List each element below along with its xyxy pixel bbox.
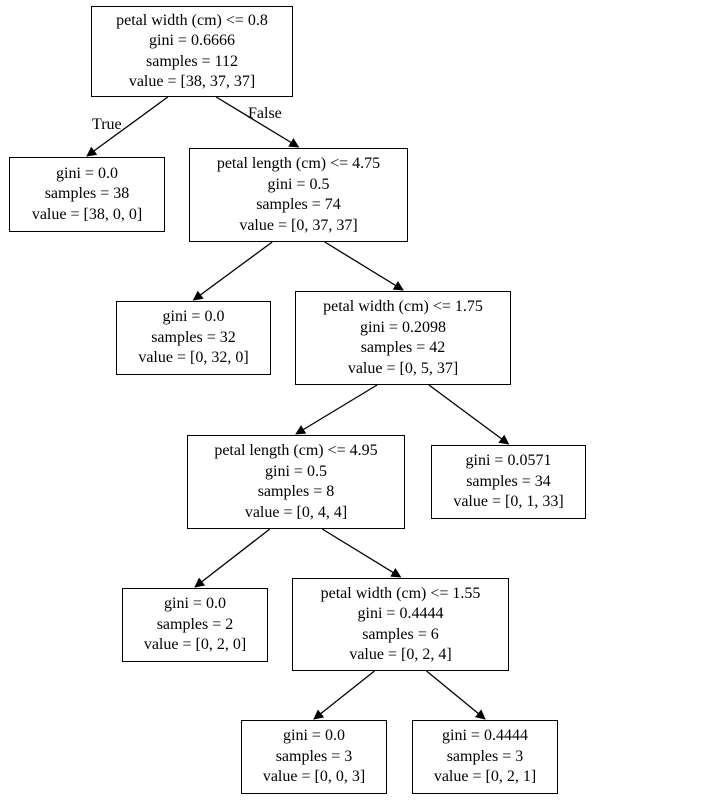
edge-n4-n5 [295, 384, 378, 435]
node-text-line: gini = 0.6666 [149, 32, 235, 49]
node-text-line: value = [0, 37, 37] [239, 216, 358, 234]
tree-node-n8: petal width (cm) <= 1.55 gini = 0.4444 sam… [292, 578, 509, 671]
node-text-line: gini = 0.2098 [360, 318, 446, 336]
tree-node-n0: petal width (cm) <= 0.8 gini = 0.6666 samp… [91, 6, 293, 97]
node-text-line: samples = 74 [256, 196, 341, 213]
node-text-line: samples = 42 [360, 339, 446, 356]
node-text-line: samples = 112 [146, 52, 238, 70]
edge-n4-n6 [428, 384, 510, 445]
edge-n2-n3 [192, 241, 273, 301]
node-text-line: samples = 6 [362, 625, 439, 643]
node-text-line: value = [0, 2, 4] [349, 646, 452, 663]
edge-n0-n1 [86, 96, 169, 157]
node-text-line: samples = 8 [257, 483, 335, 500]
node-text-line: samples = 3 [446, 747, 524, 765]
tree-node-n6: gini = 0.0571 samples = 34 value = [0, 1, … [431, 445, 586, 519]
tree-node-n10: gini = 0.4444 samples = 3 value = [0, 2, 1… [412, 720, 558, 794]
node-text-line: petal length (cm) <= 4.95 [214, 442, 378, 459]
node-text-line: samples = 34 [466, 472, 551, 490]
edge-n5-n7 [194, 528, 271, 588]
node-text-line: gini = 0.4444 [442, 727, 528, 745]
tree-node-n2: petal length (cm) <= 4.75 gini = 0.5 sampl… [189, 148, 408, 242]
node-text-line: petal width (cm) <= 1.55 [320, 584, 481, 602]
node-text-line: value = [0, 0, 3] [262, 768, 366, 786]
edge-n8-n9 [313, 670, 375, 720]
node-text-line: gini = 0.0 [162, 308, 225, 326]
edge-n8-n10 [426, 670, 486, 720]
edge-n5-n8 [321, 528, 402, 578]
node-text-line: petal width (cm) <= 1.75 [323, 298, 483, 315]
node-text-line: value = [0, 2, 0] [143, 636, 247, 654]
tree-node-n7: gini = 0.0 samples = 2 value = [0, 2, 0] [122, 588, 268, 662]
node-text-line: petal width (cm) <= 0.8 [116, 11, 268, 29]
node-text-line: value = [0, 4, 4] [244, 503, 348, 521]
node-text-line: gini = 0.0571 [465, 452, 552, 470]
node-text-line: samples = 2 [156, 615, 234, 633]
tree-node-n3: gini = 0.0 samples = 32 value = [0, 32, 0] [116, 301, 271, 375]
tree-node-n9: gini = 0.0 samples = 3 value = [0, 0, 3] [241, 720, 387, 794]
node-text-line: gini = 0.0 [56, 164, 118, 182]
node-text-line: samples = 32 [151, 328, 236, 346]
node-text-line: value = [0, 2, 1] [433, 768, 537, 786]
node-text-line: samples = 3 [275, 747, 353, 765]
tree-node-n1: gini = 0.0 samples = 38 value = [38, 0, 0] [9, 157, 165, 232]
edge-n2-n4 [324, 241, 404, 291]
tree-node-n4: petal width (cm) <= 1.75 gini = 0.2098 sam… [295, 291, 511, 385]
node-text-line: petal length (cm) <= 4.75 [216, 155, 381, 172]
edge-label-true: True [92, 116, 122, 133]
node-text-line: value = [0, 32, 0] [138, 349, 249, 367]
node-text-line: gini = 0.5 [265, 462, 327, 480]
edge-n0-n2 [215, 96, 300, 148]
node-text-line: gini = 0.0 [164, 595, 226, 613]
node-text-line: value = [38, 37, 37] [128, 73, 256, 90]
node-text-line: gini = 0.0 [283, 727, 345, 745]
tree-node-n5: petal length (cm) <= 4.95 gini = 0.5 sampl… [187, 435, 405, 529]
node-text-line: value = [0, 5, 37] [347, 359, 459, 377]
node-text-line: gini = 0.5 [267, 175, 330, 193]
node-text-line: value = [0, 1, 33] [453, 493, 564, 511]
node-text-line: samples = 38 [44, 185, 130, 203]
edge-label-false: False [248, 105, 282, 122]
node-text-line: gini = 0.4444 [357, 605, 444, 622]
node-text-line: value = [38, 0, 0] [31, 205, 143, 223]
